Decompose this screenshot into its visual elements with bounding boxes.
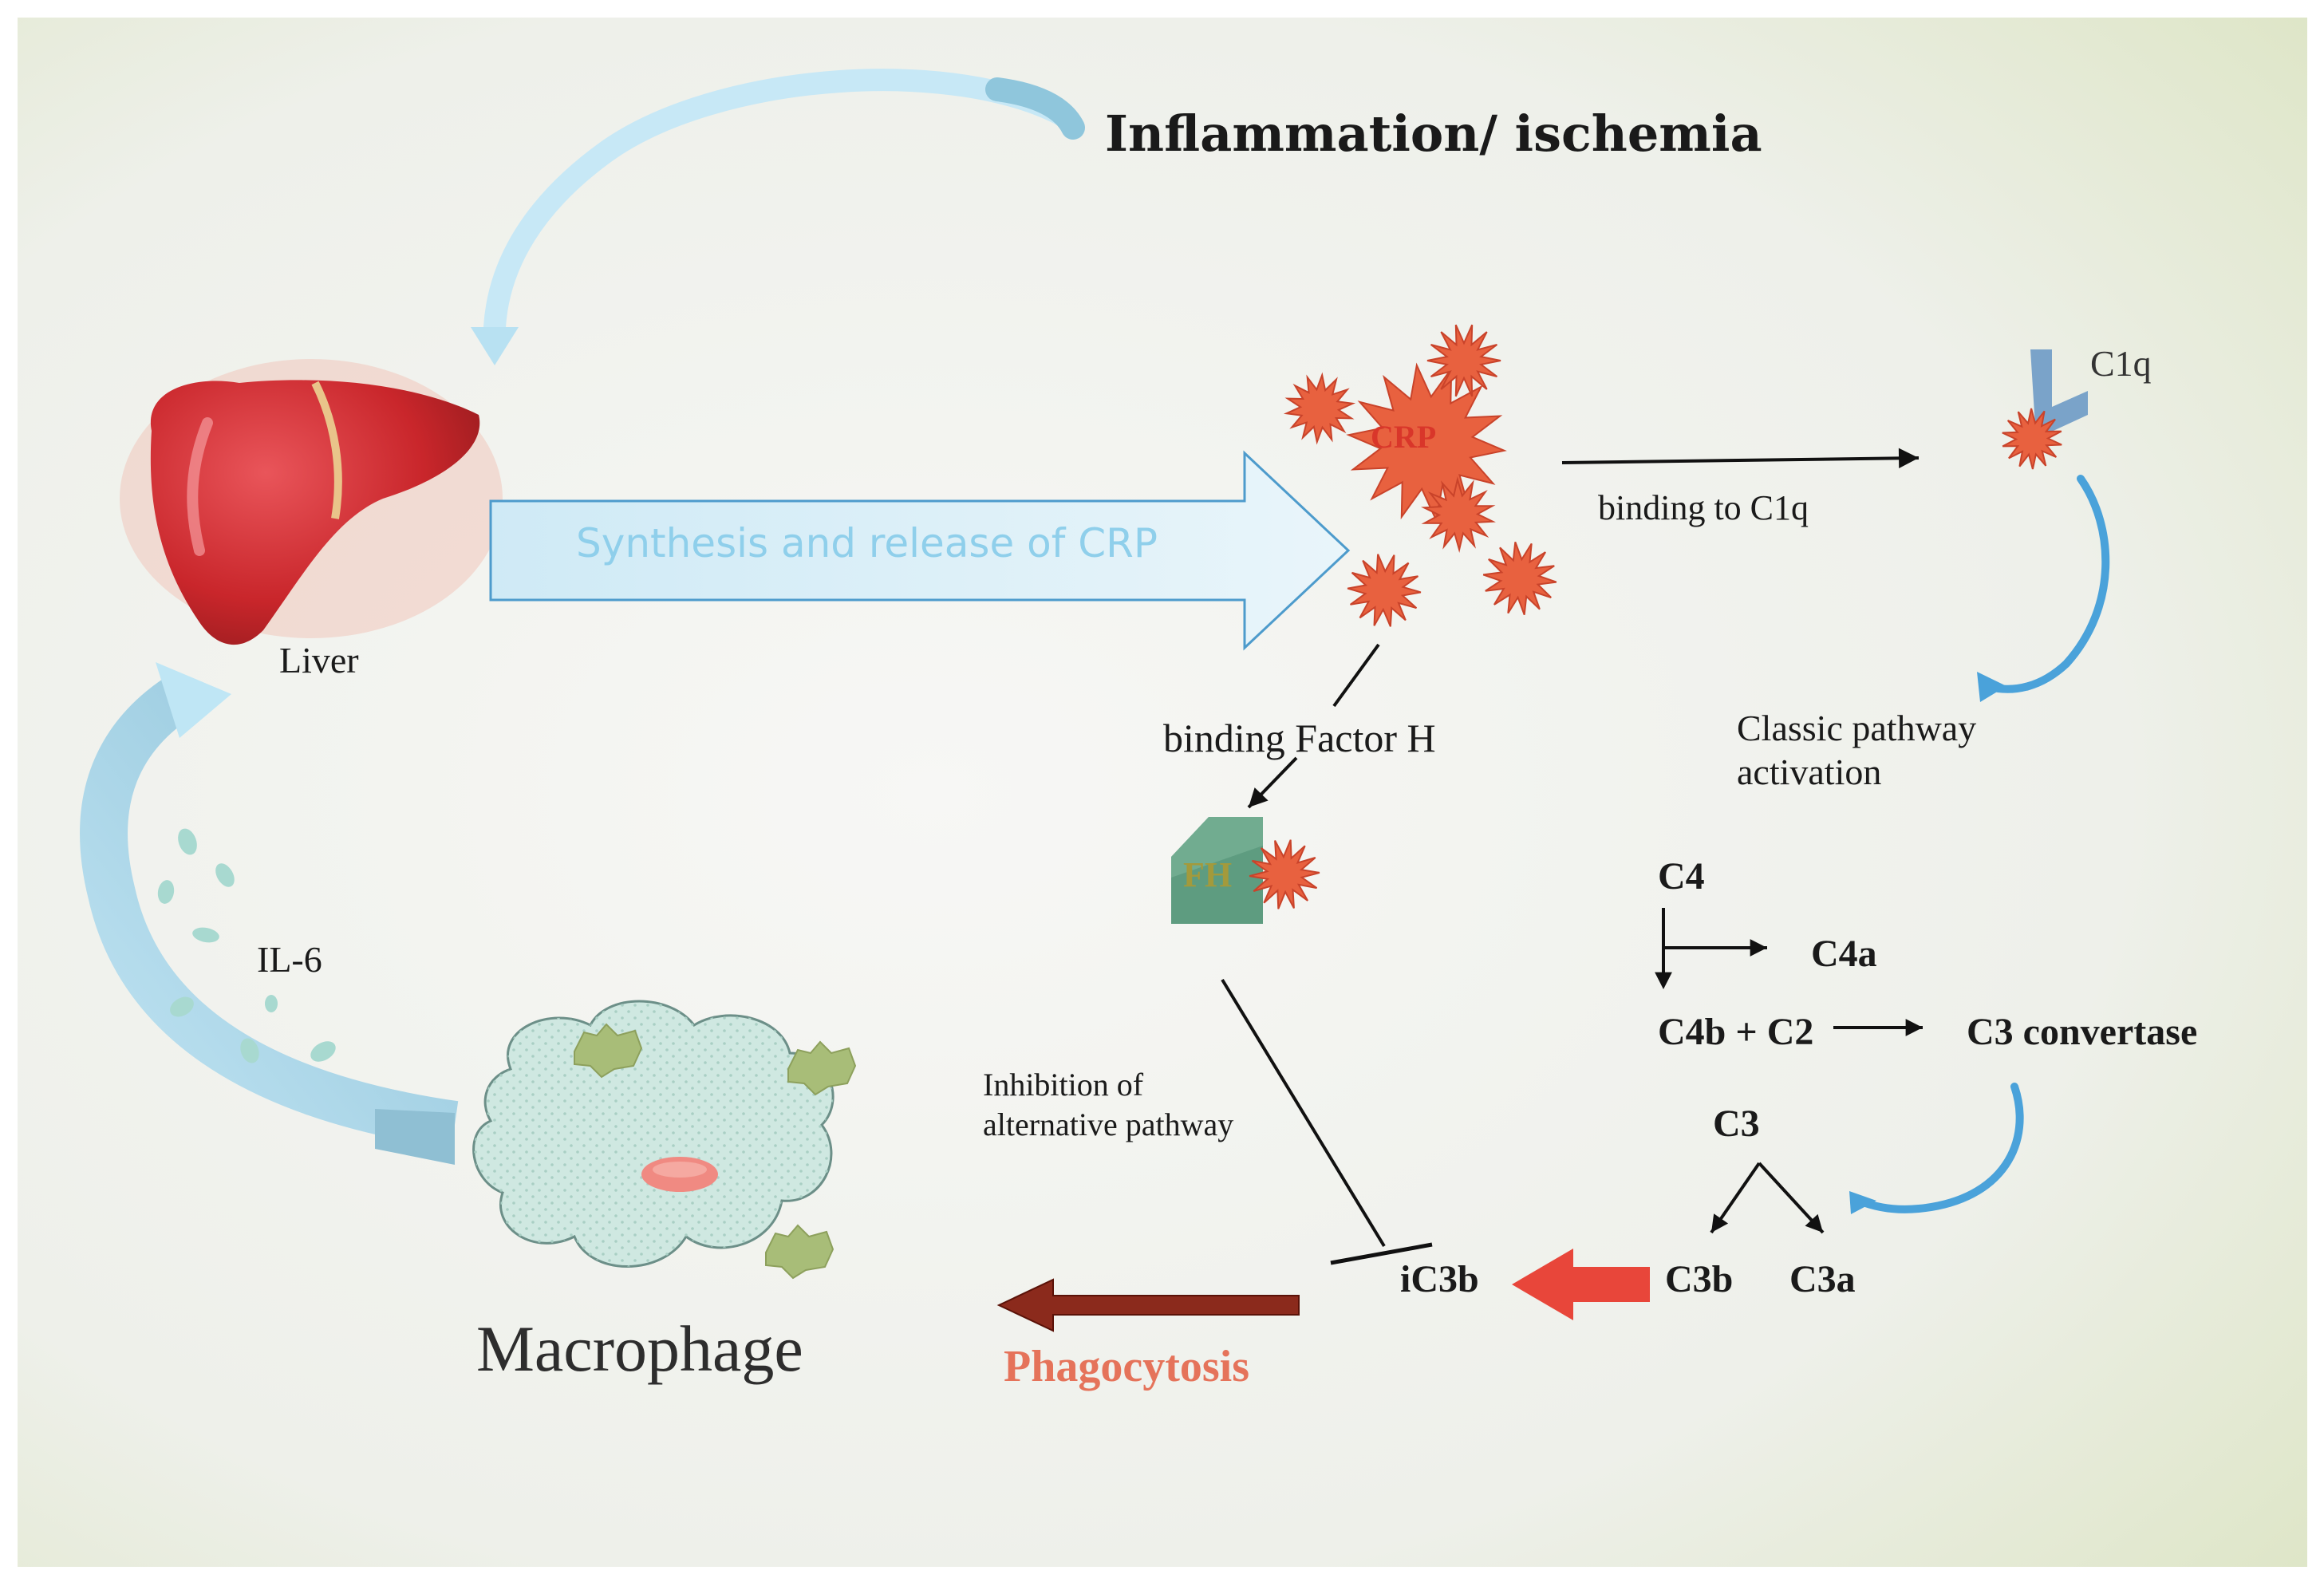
crp-label: CRP — [1371, 419, 1437, 455]
convertase-curved-arrow-head — [1849, 1191, 1876, 1214]
il6-label: IL-6 — [257, 939, 322, 980]
macrophage-label: Macrophage — [476, 1312, 803, 1385]
title-inflammation-ischemia: Inflammation/ ischemia — [1105, 105, 1762, 163]
classic-pathway-label-line2: activation — [1737, 752, 1882, 792]
crp-star-small — [1283, 372, 1356, 445]
c3b-label: C3b — [1665, 1258, 1734, 1300]
crp-star-small — [1426, 324, 1501, 397]
binding-c1q-arrow-head — [1898, 448, 1919, 469]
liver-illustration — [120, 359, 503, 645]
inhibition-label-line1: Inhibition of — [983, 1067, 1144, 1103]
crp-star-bound-c1q — [2002, 408, 2062, 470]
c1q-shape — [2030, 349, 2088, 439]
c3-convertase-label: C3 convertase — [1967, 1011, 2198, 1053]
phagocytosis-arrow — [996, 1278, 1300, 1332]
c1q-label: C1q — [2090, 343, 2152, 384]
binding-fh-arrow-head — [1249, 787, 1269, 807]
fh-label: FH — [1183, 855, 1233, 894]
c4a-label: C4a — [1811, 933, 1877, 975]
macrophage-granule — [765, 1224, 835, 1280]
inhibition-label-line2: alternative pathway — [983, 1107, 1234, 1142]
convertase-curved-arrow — [1855, 1083, 2024, 1213]
c4-to-c4a-arrow-head — [1750, 939, 1767, 957]
synthesis-label: Synthesis and release of CRP — [576, 520, 1158, 566]
crp-star-bound-fh — [1249, 839, 1320, 909]
liver-label: Liver — [279, 640, 359, 681]
c4b-to-c3conv-arrow-head — [1905, 1019, 1923, 1036]
inflammation-arc-arrow — [471, 69, 1085, 365]
classic-pathway-label-line1: Classic pathway — [1737, 708, 1977, 748]
c4b-c2-label: C4b + C2 — [1658, 1011, 1814, 1053]
c3-to-c3a-arrow-head — [1805, 1213, 1823, 1233]
inhibition-bar — [1330, 1242, 1433, 1265]
crp-star-small — [1347, 554, 1422, 627]
c3-to-c3b-arrow-head — [1711, 1213, 1729, 1233]
binding-c1q-arrow — [1561, 456, 1920, 464]
ic3b-label: iC3b — [1400, 1258, 1479, 1300]
factor-h-shape-highlight — [1171, 817, 1263, 878]
classic-curved-arrow-head — [1977, 672, 2006, 702]
binding-fh-line — [1332, 643, 1380, 708]
synthesis-arrow — [489, 450, 1351, 651]
c3a-label: C3a — [1789, 1258, 1856, 1300]
macrophage-granule — [574, 1023, 643, 1079]
macrophage-illustration — [472, 1000, 835, 1268]
c3-label: C3 — [1713, 1103, 1760, 1145]
il6-particles — [157, 828, 336, 1063]
c4-down-arrow-head — [1655, 972, 1672, 989]
crp-star-small — [1421, 476, 1496, 553]
crp-star-small — [1482, 542, 1557, 615]
phagocytosis-label: Phagocytosis — [1004, 1342, 1249, 1391]
inhibition-line — [1221, 978, 1386, 1248]
binding-factor-h-label: binding Factor H — [1163, 716, 1436, 760]
macrophage-granule — [787, 1040, 857, 1096]
c3b-to-ic3b-arrow — [1512, 1249, 1650, 1320]
macrophage-to-liver-arc — [80, 662, 459, 1165]
c4-label: C4 — [1658, 855, 1705, 898]
binding-c1q-label: binding to C1q — [1598, 488, 1809, 527]
classic-curved-arrow — [1983, 475, 2110, 693]
